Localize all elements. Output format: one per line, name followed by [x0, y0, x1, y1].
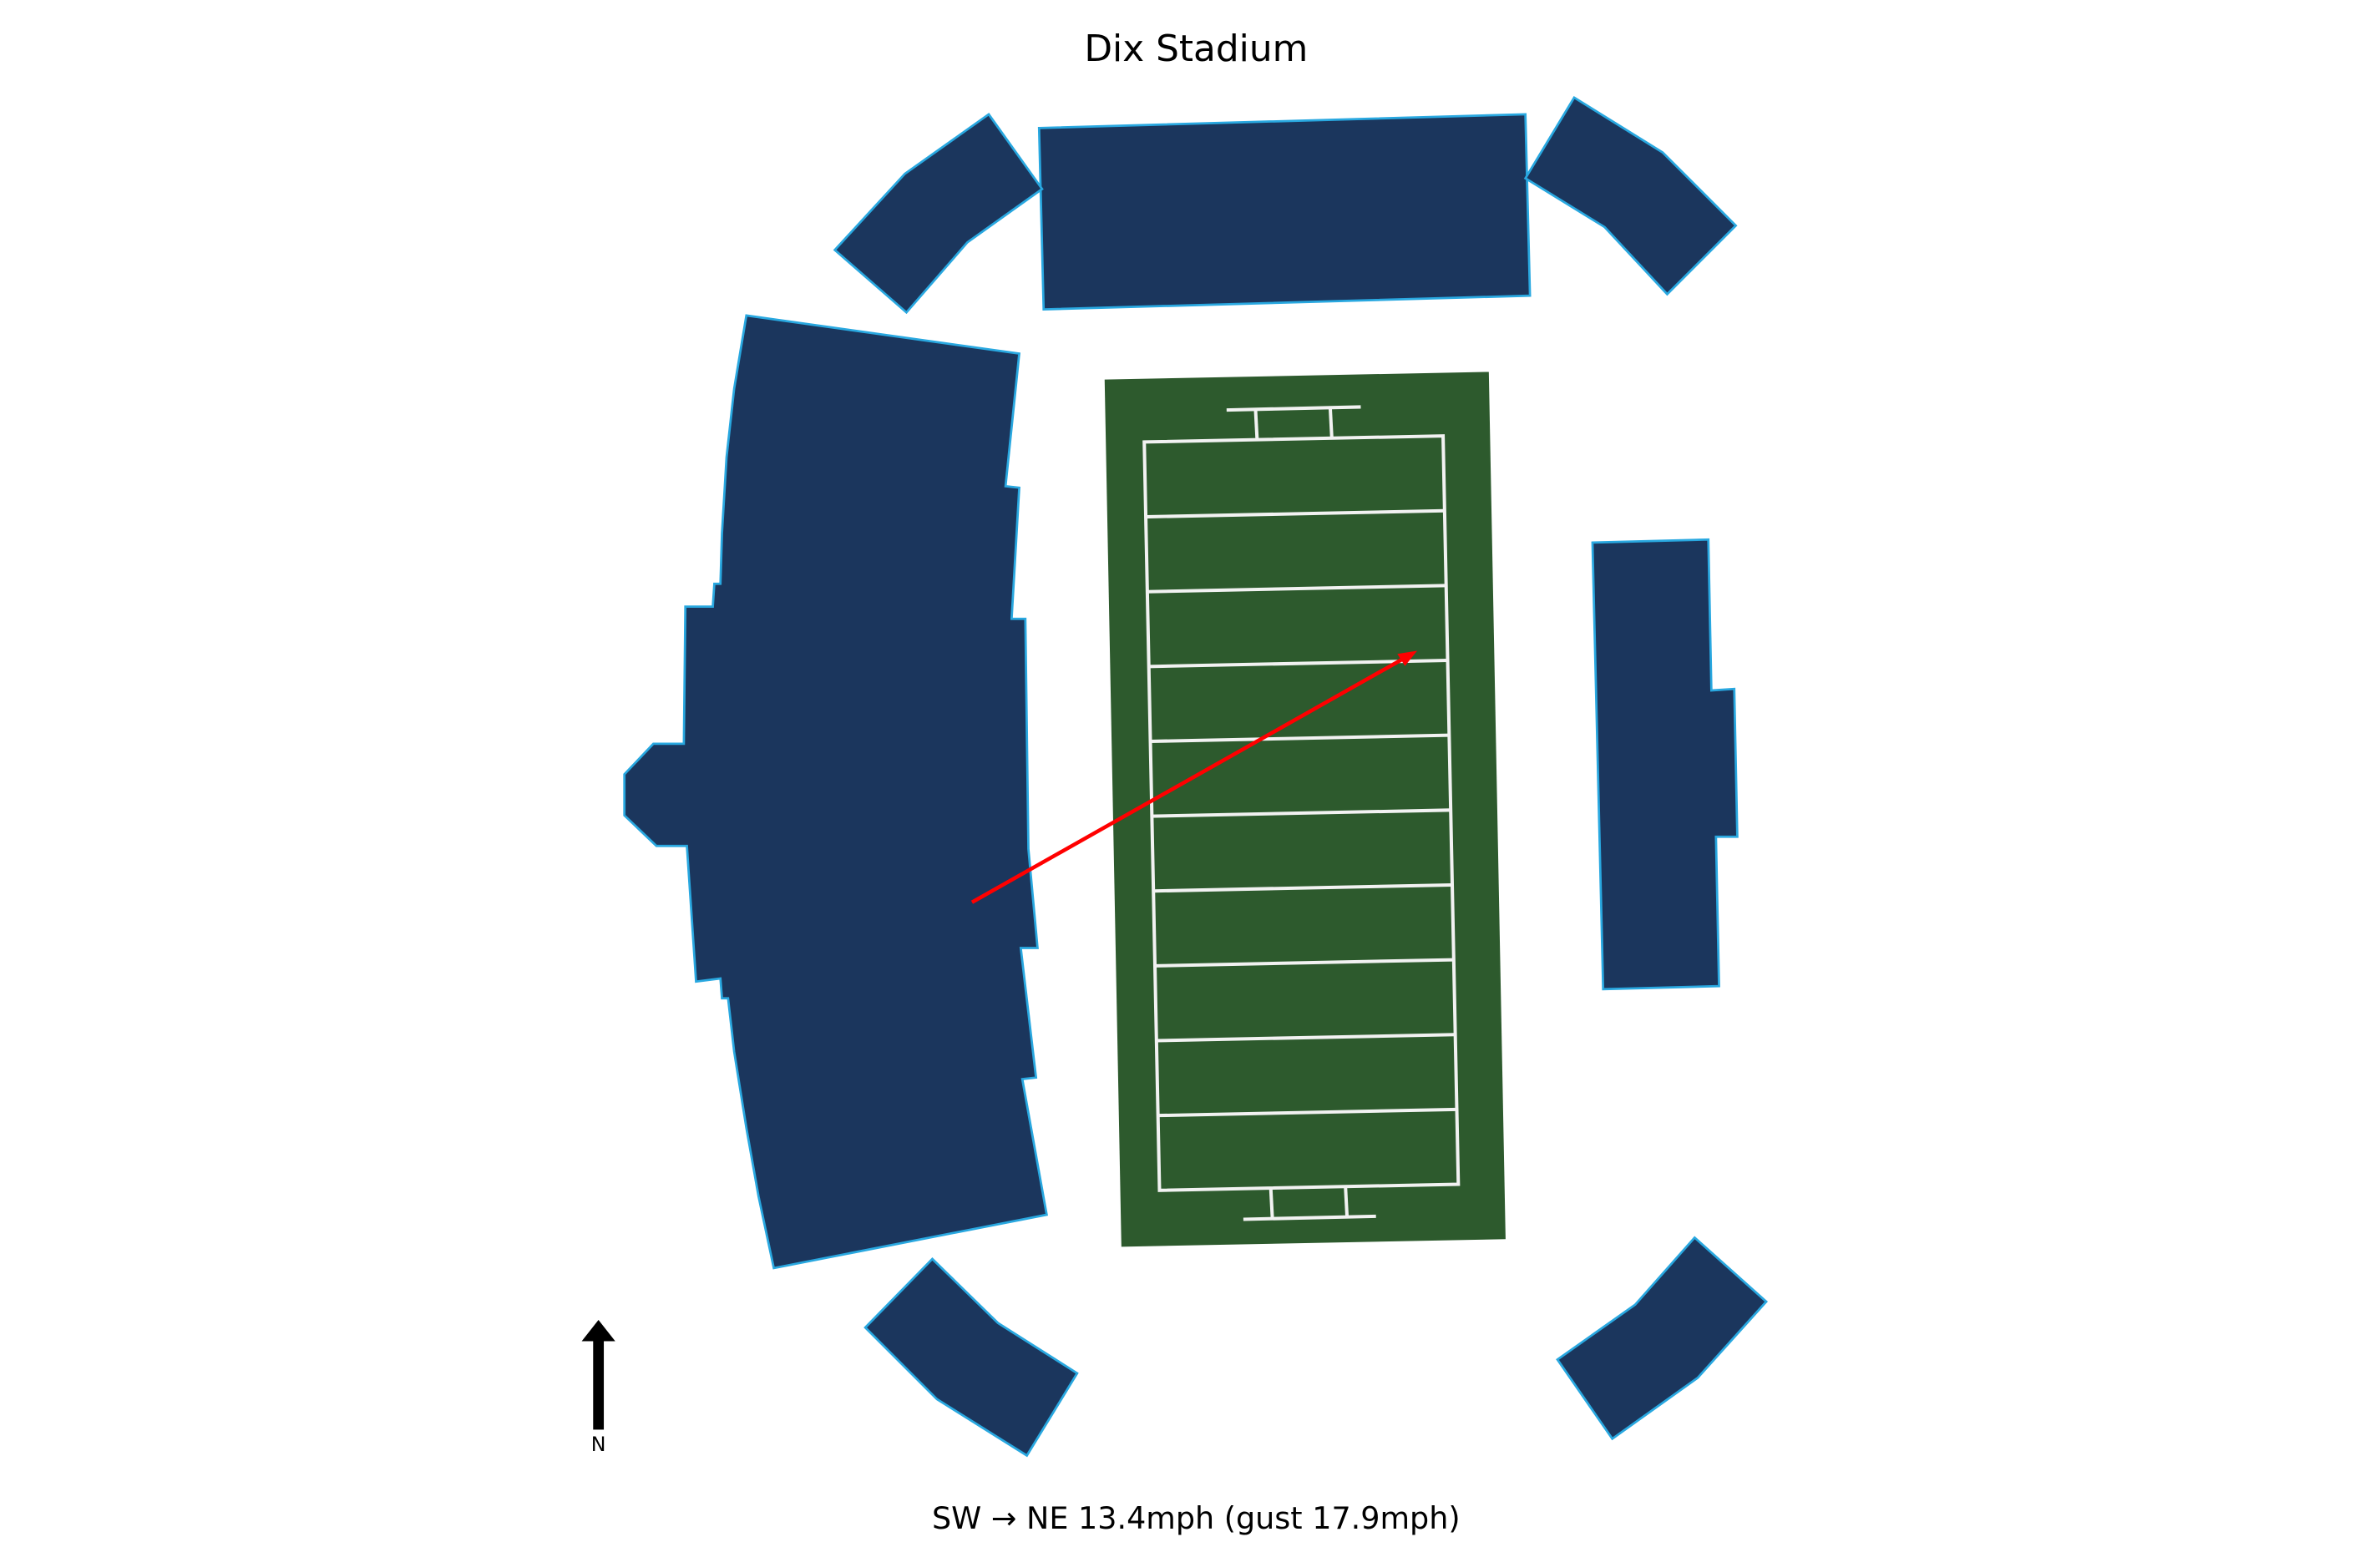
yard-line	[1146, 508, 1445, 519]
stand-north-center	[1037, 113, 1532, 311]
wind-arrow-icon	[970, 650, 1418, 904]
yard-lines	[1146, 508, 1457, 1118]
goalpost-south	[1243, 1187, 1376, 1221]
goalpost-north	[1226, 405, 1361, 439]
yard-line	[1147, 584, 1446, 594]
stand-west-main	[623, 314, 1048, 1270]
yard-line	[1157, 1107, 1457, 1118]
field-boundary	[1142, 434, 1461, 1192]
yard-line	[1152, 808, 1451, 818]
wind-caption: SW → NE 13.4mph (gust 17.9mph)	[932, 1500, 1461, 1536]
north-arrow-icon	[581, 1319, 615, 1430]
yard-line	[1153, 882, 1453, 893]
north-label: N	[591, 1433, 606, 1456]
yard-line	[1156, 1033, 1456, 1043]
stand-northeast-corner	[1523, 95, 1738, 296]
stand-southeast-corner	[1556, 1236, 1769, 1441]
stands	[623, 95, 1769, 1458]
football-field	[1104, 372, 1506, 1247]
stand-northwest-corner	[833, 113, 1044, 315]
stand-southwest-corner	[863, 1257, 1079, 1458]
map-title: Dix Stadium	[1084, 28, 1308, 70]
stand-east	[1591, 538, 1739, 991]
yard-line	[1154, 958, 1454, 968]
yard-line	[1150, 733, 1450, 743]
